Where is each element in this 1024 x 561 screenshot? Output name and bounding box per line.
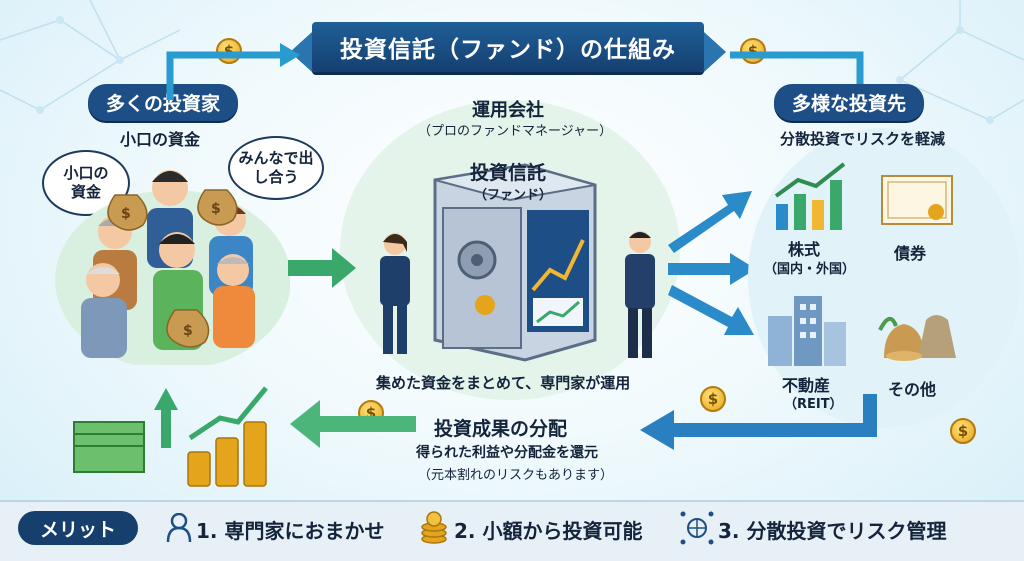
person-icon <box>166 513 192 543</box>
fund-safe-illustration <box>433 163 597 362</box>
destination-others-label: その他 <box>888 380 937 399</box>
destination-realestate-sub: （REIT） <box>784 397 843 412</box>
commodities-icon <box>878 315 956 361</box>
return-arrow-icon <box>640 394 877 450</box>
investors-caption: 小口の資金 <box>120 130 201 149</box>
money-growth-illustration <box>73 386 268 487</box>
fund-manager-woman-illustration <box>380 233 410 354</box>
destination-realestate-label: 不動産 <box>782 376 831 395</box>
destinations-caption: 分散投資でリスクを軽減 <box>780 130 946 148</box>
investors-heading: 多くの投資家 <box>88 84 239 121</box>
company-name: 運用会社 <box>472 100 544 121</box>
coin-icon: $ <box>740 38 766 64</box>
page-title: 投資信託（ファンド）の仕組み <box>290 22 726 72</box>
merits-label: メリット <box>18 511 138 545</box>
merit-item-2: 2. 小額から投資可能 <box>454 519 643 543</box>
pool-together-bubble-text: みんなで出し合う <box>238 149 314 186</box>
merit-item-3: 3. 分散投資でリスク管理 <box>718 519 947 543</box>
merit-item-1: 1. 専門家におまかせ <box>196 519 385 543</box>
fund-manager-man-illustration <box>625 231 655 358</box>
page-title-text: 投資信託（ファンド）の仕組み <box>340 37 676 63</box>
stock-chart-icon <box>774 162 846 230</box>
destination-stocks-label: 株式 <box>788 240 821 259</box>
svg-text:$: $ <box>183 323 193 339</box>
pool-together-bubble: みんなで出し合う <box>228 136 324 200</box>
company-caption: 集めた資金をまとめて、専門家が運用 <box>376 374 631 392</box>
svg-text:$: $ <box>211 201 221 217</box>
distribution-line1: 得られた利益や分配金を還元 <box>416 445 598 461</box>
arrow-to-title-icon <box>166 43 300 100</box>
arrows-fund-to-destinations-icon <box>668 191 756 335</box>
destination-bonds-label: 債券 <box>894 244 927 263</box>
destination-stocks-sub: （国内・外国） <box>764 262 856 277</box>
coin-icon: $ <box>216 38 242 64</box>
fund-subtitle: （ファンド） <box>474 188 553 203</box>
coin-icon: $ <box>700 386 726 412</box>
arrow-return-to-investors-icon <box>290 400 416 448</box>
destinations-heading: 多様な投資先 <box>774 84 925 121</box>
distribution-title: 投資成果の分配 <box>434 418 568 440</box>
coins-icon <box>421 511 447 544</box>
distribution-line2: （元本割れのリスクもあります） <box>418 468 614 483</box>
globe-network-icon <box>680 511 714 545</box>
investors-group-illustration: $ $ $ <box>55 170 290 365</box>
svg-text:$: $ <box>121 206 131 222</box>
bond-certificate-icon <box>881 175 953 225</box>
small-funds-bubble-text: 小口の資金 <box>63 164 109 201</box>
coin-icon: $ <box>950 418 976 444</box>
real-estate-building-icon <box>768 296 846 366</box>
company-role: （プロのファンドマネージャー） <box>418 124 613 139</box>
arrow-investors-to-fund-icon <box>288 248 356 288</box>
fund-title: 投資信託 <box>470 162 547 184</box>
